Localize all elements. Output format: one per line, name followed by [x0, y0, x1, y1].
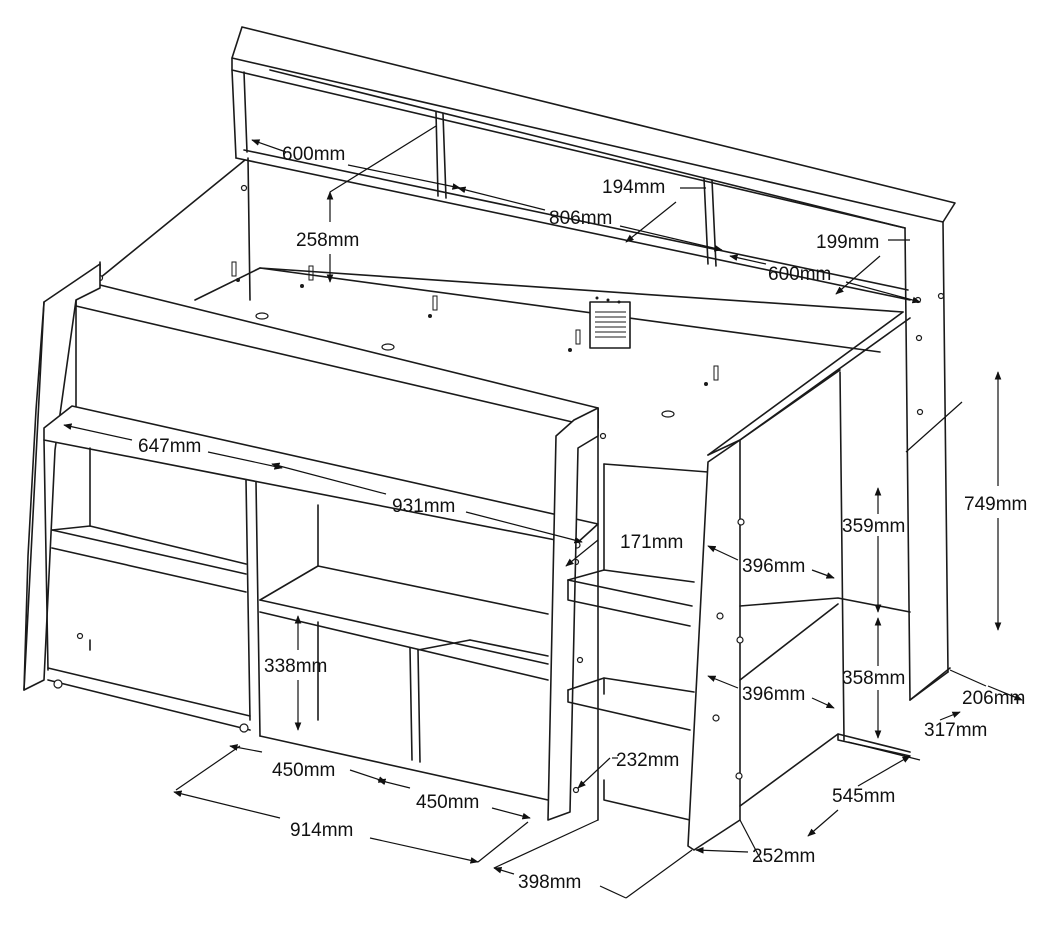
dim-450-2: [377, 778, 411, 789]
dim-545: [857, 755, 911, 787]
desk-storage-unit: [43, 405, 607, 821]
dim-398: [493, 866, 515, 875]
label-359: 359mm: [842, 516, 905, 537]
dim-647: [63, 423, 133, 441]
step-unit: [567, 439, 745, 851]
right-side-shelving: [739, 369, 951, 807]
label-206: 206mm: [962, 688, 1025, 709]
label-806: 806mm: [549, 208, 612, 229]
dim-600-right: [729, 254, 767, 265]
dim-914: [173, 790, 281, 819]
label-171: 171mm: [620, 532, 683, 553]
dim-806: [457, 186, 546, 211]
label-194: 194mm: [602, 177, 665, 198]
dimension-lines: [63, 125, 1023, 899]
label-647: 647mm: [138, 436, 201, 457]
headboard: [231, 26, 956, 701]
label-600-left: 600mm: [282, 144, 345, 165]
label-199: 199mm: [816, 232, 879, 253]
label-398: 398mm: [518, 872, 581, 893]
dimension-labels: 600mm 258mm 194mm 806mm 199mm 600mm 647m…: [138, 144, 1027, 893]
label-338: 338mm: [264, 656, 327, 677]
dim-171: [565, 539, 599, 567]
dim-252: [695, 846, 749, 854]
dim-206: [987, 685, 1023, 701]
bed-frame: [96, 157, 911, 456]
label-545: 545mm: [832, 786, 895, 807]
label-232: 232mm: [616, 750, 679, 771]
label-396-lower: 396mm: [742, 684, 805, 705]
label-931: 931mm: [392, 496, 455, 517]
label-317: 317mm: [924, 720, 987, 741]
dim-450-1: [229, 744, 263, 753]
label-252: 252mm: [752, 846, 815, 867]
label-600-right: 600mm: [768, 264, 831, 285]
label-396-upper: 396mm: [742, 556, 805, 577]
dim-396-upper: [707, 545, 739, 561]
dim-317: [939, 711, 961, 721]
label-258: 258mm: [296, 230, 359, 251]
dim-396-lower: [707, 675, 739, 689]
label-358: 358mm: [842, 668, 905, 689]
dim-232: [577, 757, 611, 789]
label-749: 749mm: [964, 494, 1027, 515]
dim-931: [271, 462, 387, 495]
label-450-2: 450mm: [416, 792, 479, 813]
dim-600-left: [251, 139, 287, 153]
label-450-1: 450mm: [272, 760, 335, 781]
label-914: 914mm: [290, 820, 353, 841]
left-end-panel: [23, 263, 101, 691]
